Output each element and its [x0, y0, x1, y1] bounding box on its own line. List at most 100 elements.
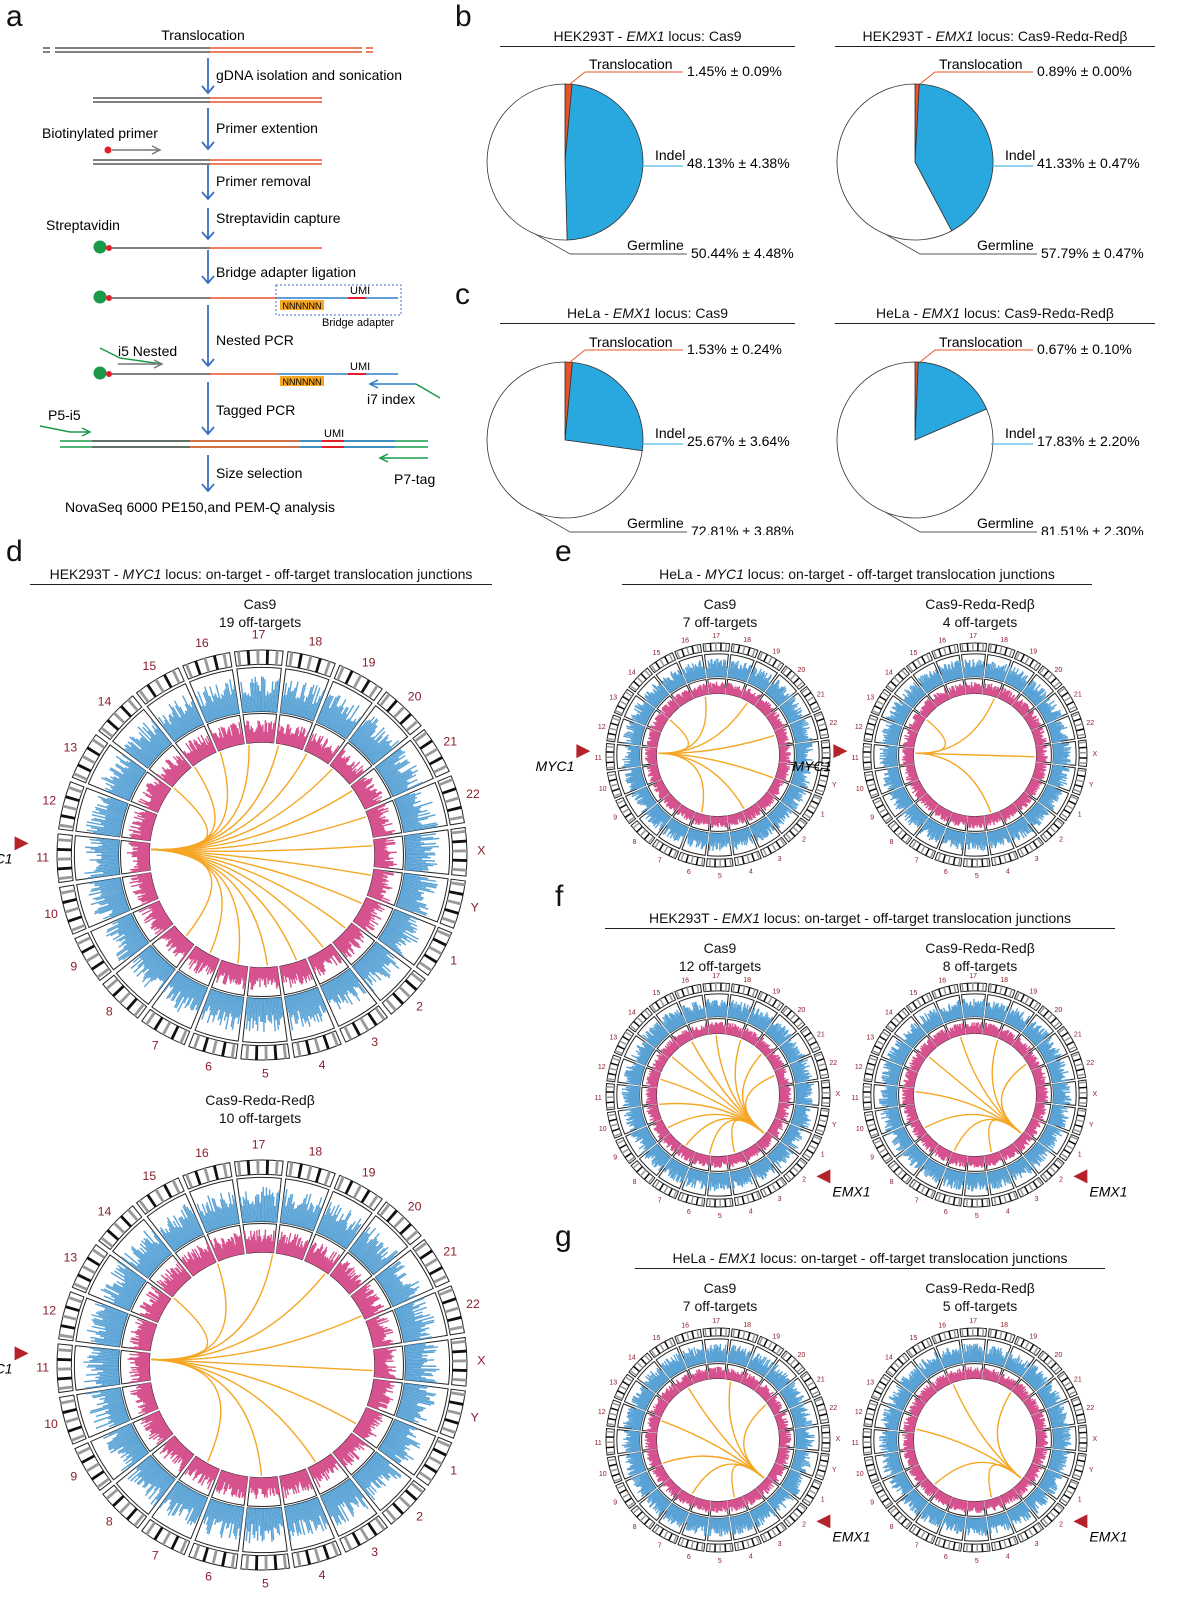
locus-label: EMX1 — [832, 1183, 870, 1199]
chrom-label-16: 16 — [938, 638, 946, 645]
chrom-label-14: 14 — [98, 694, 112, 708]
chrom-label-6: 6 — [687, 1209, 691, 1216]
chrom-label-10: 10 — [599, 1126, 607, 1133]
biotin-dot — [104, 146, 112, 154]
chrom-label-13: 13 — [63, 740, 77, 754]
chrom-label-X: X — [835, 1436, 840, 1443]
leader-translocation — [569, 71, 586, 85]
chrom-label-15: 15 — [910, 1335, 918, 1342]
workflow-title: Translocation — [161, 27, 245, 43]
translocation-arc — [151, 816, 367, 851]
label-translocation: Translocation — [939, 56, 1023, 72]
chrom-label-18: 18 — [1000, 1322, 1008, 1329]
chrom-label-20: 20 — [797, 1007, 805, 1014]
circos-d-cas9: 12345678910111213141516171819202122XYMYC… — [0, 628, 485, 1081]
chrom-label-17: 17 — [712, 1318, 720, 1325]
chrom-label-20: 20 — [797, 667, 805, 674]
chrom-label-8: 8 — [106, 1515, 113, 1529]
chrom-label-12: 12 — [598, 1409, 606, 1416]
biotinylated-primer-label: Biotinylated primer — [42, 125, 158, 141]
chrom-label-16: 16 — [938, 978, 946, 985]
chrom-label-12: 12 — [598, 1064, 606, 1071]
leader-germline — [534, 233, 571, 255]
chrom-label-8: 8 — [633, 1524, 637, 1531]
chrom-label-22: 22 — [1086, 720, 1094, 727]
chrom-label-19: 19 — [362, 1165, 376, 1179]
chrom-label-7: 7 — [658, 858, 662, 865]
workflow-final: NovaSeq 6000 PE150,and PEM-Q analysis — [65, 499, 335, 515]
chrom-label-6: 6 — [944, 1209, 948, 1216]
locus-label: MYC1 — [0, 850, 13, 866]
chrom-label-Y: Y — [1089, 782, 1094, 789]
circos-f-cas9: 12345678910111213141516171819202122XYEMX… — [595, 973, 871, 1220]
chrom-label-10: 10 — [44, 907, 58, 921]
nnnnnn-label: NNNNNN — [283, 301, 322, 311]
chrom-label-1: 1 — [450, 954, 457, 968]
chrom-label-20: 20 — [1054, 667, 1062, 674]
bridge-adapter-box — [275, 284, 402, 316]
chrom-label-14: 14 — [628, 1010, 636, 1017]
chrom-label-12: 12 — [855, 1409, 863, 1416]
chrom-label-4: 4 — [1006, 868, 1010, 875]
title-post: locus: Cas9-Redα-Redβ — [960, 305, 1114, 321]
chrom-label-20: 20 — [1054, 1007, 1062, 1014]
chrom-label-19: 19 — [1029, 988, 1037, 995]
chrom-label-19: 19 — [362, 655, 376, 669]
chrom-label-17: 17 — [252, 628, 266, 642]
chrom-label-5: 5 — [975, 873, 979, 880]
chrom-label-13: 13 — [866, 1035, 874, 1042]
chrom-label-3: 3 — [371, 1035, 378, 1049]
panel-label-e: e — [555, 535, 572, 568]
chrom-label-14: 14 — [885, 1010, 893, 1017]
chrom-label-6: 6 — [205, 1060, 212, 1074]
chrom-label-3: 3 — [1035, 856, 1039, 863]
title-post: locus: Cas9 — [664, 28, 742, 44]
chrom-label-13: 13 — [63, 1250, 77, 1264]
chrom-label-9: 9 — [870, 1155, 874, 1162]
chrom-label-7: 7 — [658, 1543, 662, 1550]
umi-label-1: UMI — [350, 285, 370, 297]
chrom-label-14: 14 — [628, 1355, 636, 1362]
p5-i5-label: P5-i5 — [48, 407, 81, 423]
chrom-label-12: 12 — [598, 724, 606, 731]
chrom-label-2: 2 — [1059, 1176, 1063, 1183]
chrom-label-15: 15 — [653, 990, 661, 997]
chrom-label-12: 12 — [42, 1304, 56, 1318]
chrom-label-16: 16 — [938, 1323, 946, 1330]
value-translocation: 1.45% ± 0.09% — [687, 63, 782, 79]
chrom-label-Y: Y — [832, 1122, 837, 1129]
chrom-label-7: 7 — [658, 1198, 662, 1205]
chrom-label-3: 3 — [778, 856, 782, 863]
chrom-label-11: 11 — [852, 755, 859, 762]
chrom-label-8: 8 — [106, 1005, 113, 1019]
chrom-label-21: 21 — [817, 1031, 825, 1038]
streptavidin-label: Streptavidin — [46, 217, 120, 233]
label-indel: Indel — [1005, 147, 1035, 163]
chrom-label-3: 3 — [778, 1196, 782, 1203]
step-8: Size selection — [216, 465, 302, 481]
chrom-label-10: 10 — [856, 1126, 864, 1133]
chrom-label-X: X — [477, 844, 485, 858]
circos-g-redab: 12345678910111213141516171819202122XYEMX… — [852, 1318, 1128, 1565]
circos-e-cas9: 12345678910111213141516171819202122XYMYC… — [535, 633, 840, 880]
chrom-label-10: 10 — [599, 786, 607, 793]
chrom-label-14: 14 — [885, 1355, 893, 1362]
chrom-label-9: 9 — [613, 1500, 617, 1507]
pie-b-left-title: HEK293T - EMX1 locus: Cas9 — [500, 28, 795, 44]
chrom-label-6: 6 — [687, 1554, 691, 1561]
chrom-label-Y: Y — [1089, 1467, 1094, 1474]
chrom-label-X: X — [1092, 1091, 1097, 1098]
label-translocation: Translocation — [589, 56, 673, 72]
chrom-label-6: 6 — [205, 1570, 212, 1584]
chrom-label-1: 1 — [450, 1464, 457, 1478]
chrom-label-10: 10 — [44, 1417, 58, 1431]
chrom-label-16: 16 — [681, 978, 689, 985]
chrom-label-1: 1 — [821, 811, 825, 818]
locus-marker — [833, 744, 848, 759]
chrom-label-7: 7 — [915, 1198, 919, 1205]
chrom-label-11: 11 — [852, 1095, 859, 1102]
title-pre: HEK293T - — [862, 28, 936, 44]
translocation-arc — [928, 1056, 1022, 1134]
chrom-label-18: 18 — [309, 634, 323, 648]
panel-label-a: a — [6, 0, 23, 33]
